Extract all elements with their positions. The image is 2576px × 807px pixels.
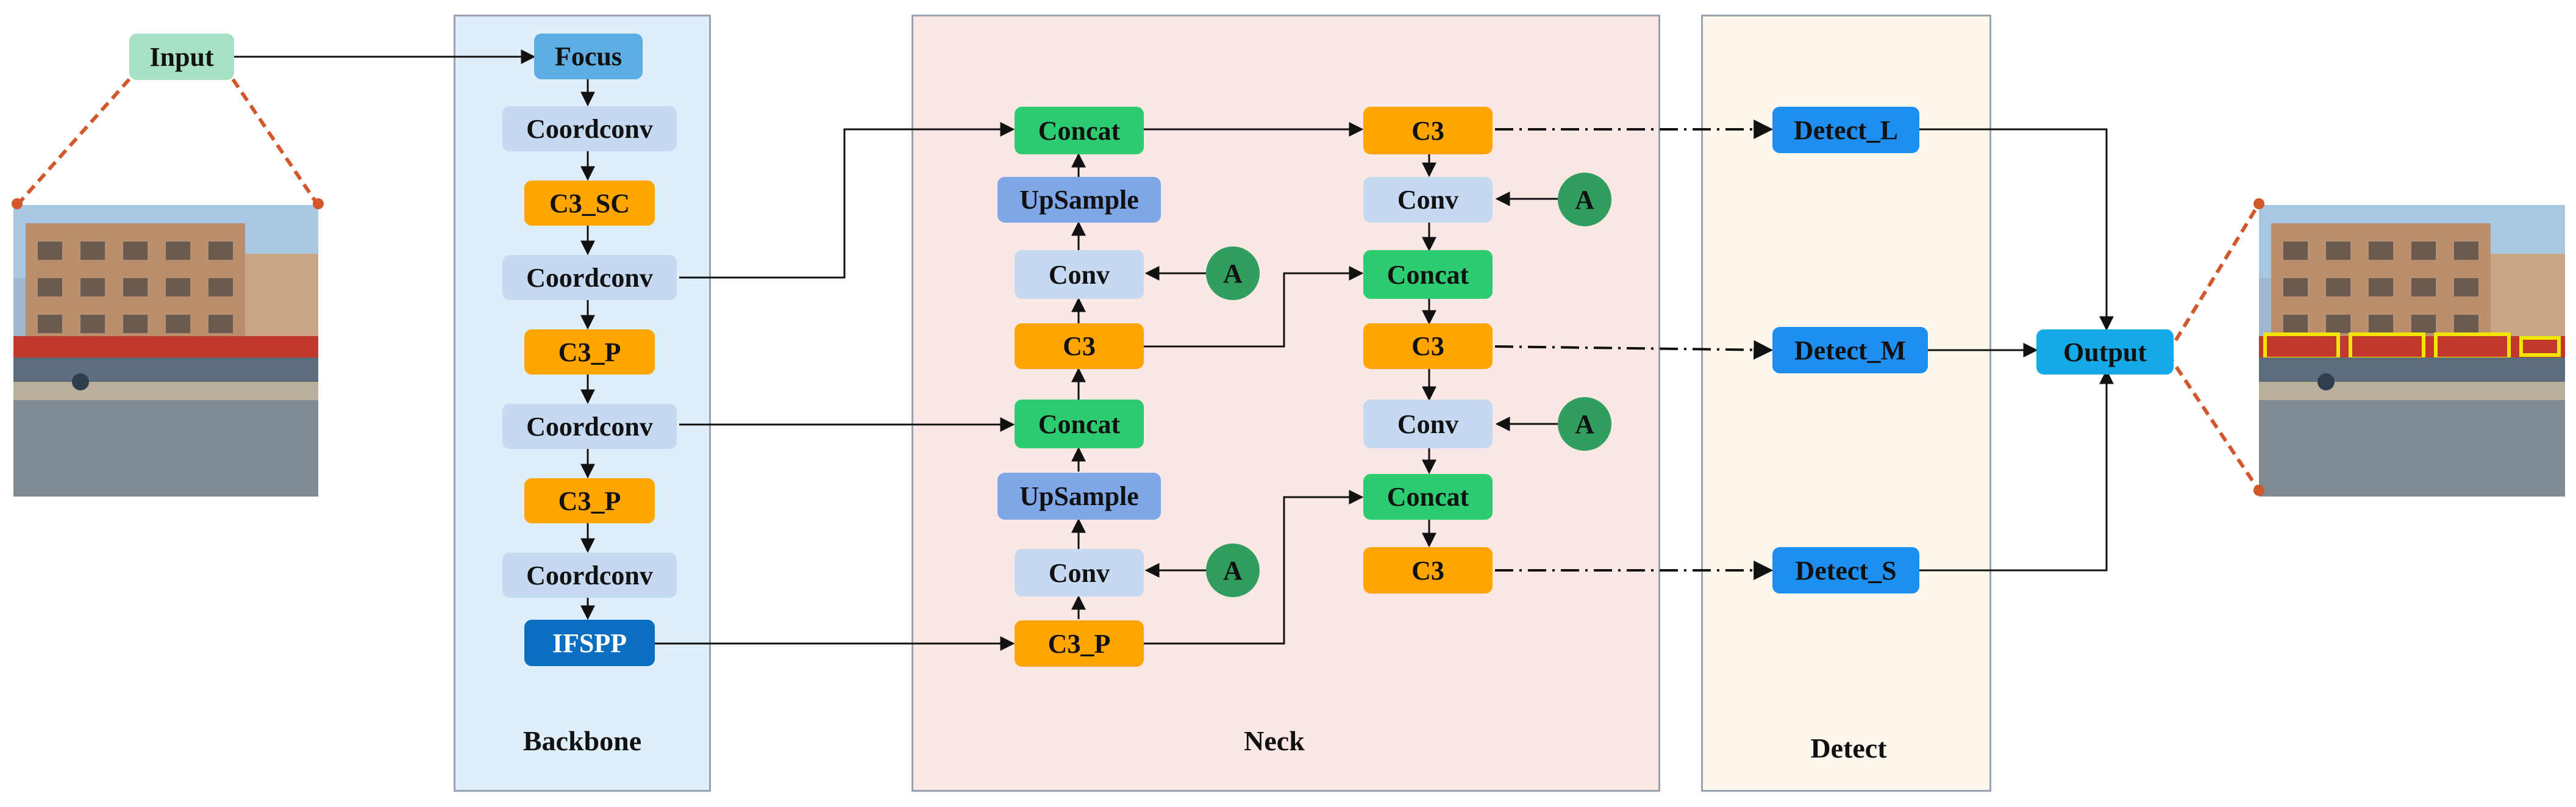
detect-label: Detect bbox=[1810, 733, 1887, 764]
output-node: Output bbox=[2036, 329, 2174, 375]
coordconv-node-3: Coordconv bbox=[502, 404, 677, 449]
detect-m-node: Detect_M bbox=[1772, 327, 1928, 373]
backbone-label: Backbone bbox=[523, 725, 642, 756]
neck-c3-bottom: C3 bbox=[1363, 547, 1493, 594]
neck-concat-mid: Concat bbox=[1015, 400, 1144, 448]
attention-node-4: A bbox=[1558, 397, 1611, 451]
neck-conv-right-1: Conv bbox=[1363, 177, 1493, 223]
c3-p-node-1: C3_P bbox=[524, 329, 655, 375]
neck-c3-p: C3_P bbox=[1015, 620, 1144, 667]
neck-c3-left: C3 bbox=[1015, 323, 1144, 369]
focus-node: Focus bbox=[534, 34, 643, 79]
neck-concat-top: Concat bbox=[1015, 107, 1144, 154]
neck-conv-right-2: Conv bbox=[1363, 400, 1493, 448]
c3-sc-node: C3_SC bbox=[524, 181, 655, 226]
input-node: Input bbox=[129, 34, 234, 80]
neck-conv-1: Conv bbox=[1015, 250, 1144, 299]
neck-concat-right-1: Concat bbox=[1363, 250, 1493, 299]
detect-s-node: Detect_S bbox=[1772, 547, 1919, 594]
neck-conv-2: Conv bbox=[1015, 549, 1144, 597]
c3-p-node-2: C3_P bbox=[524, 478, 655, 523]
output-photo bbox=[2259, 205, 2565, 497]
detect-l-node: Detect_L bbox=[1772, 107, 1919, 153]
ifspp-node: IFSPP bbox=[524, 620, 655, 666]
coordconv-node-1: Coordconv bbox=[502, 106, 677, 151]
coordconv-node-2: Coordconv bbox=[502, 255, 677, 300]
neck-c3-mid: C3 bbox=[1363, 323, 1493, 369]
neck-concat-right-2: Concat bbox=[1363, 474, 1493, 520]
neck-upsample-1: UpSample bbox=[997, 177, 1161, 223]
coordconv-node-4: Coordconv bbox=[502, 553, 677, 598]
attention-node-2: A bbox=[1206, 543, 1260, 597]
attention-node-1: A bbox=[1206, 246, 1260, 300]
attention-node-3: A bbox=[1558, 173, 1611, 226]
neck-c3-top: C3 bbox=[1363, 107, 1493, 154]
neck-upsample-2: UpSample bbox=[997, 473, 1161, 520]
input-photo bbox=[13, 205, 318, 497]
neck-label: Neck bbox=[1244, 725, 1305, 756]
